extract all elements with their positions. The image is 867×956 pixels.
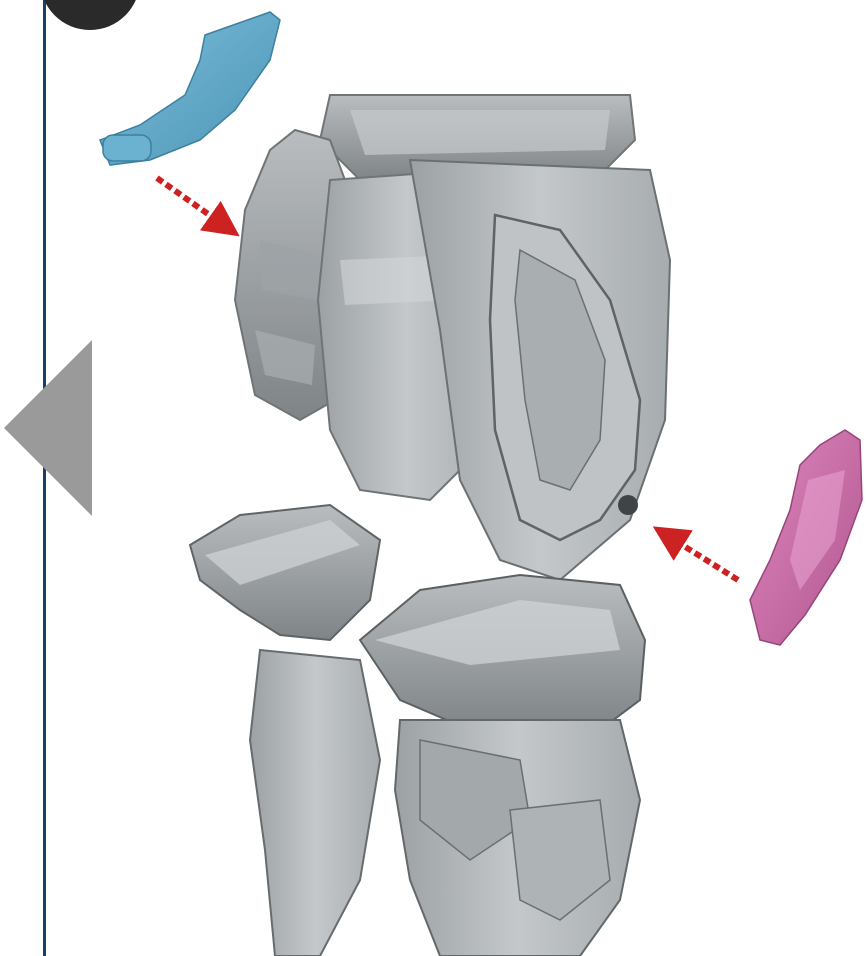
knee-armor-right: [360, 575, 645, 730]
peg-hole: [618, 495, 638, 515]
dashed-arrow-icon: [668, 536, 738, 580]
knee-armor-left: [190, 505, 380, 640]
pink-armor-piece: [750, 430, 862, 645]
dashed-arrow-icon: [157, 178, 225, 226]
blue-armor-piece: [100, 12, 280, 165]
